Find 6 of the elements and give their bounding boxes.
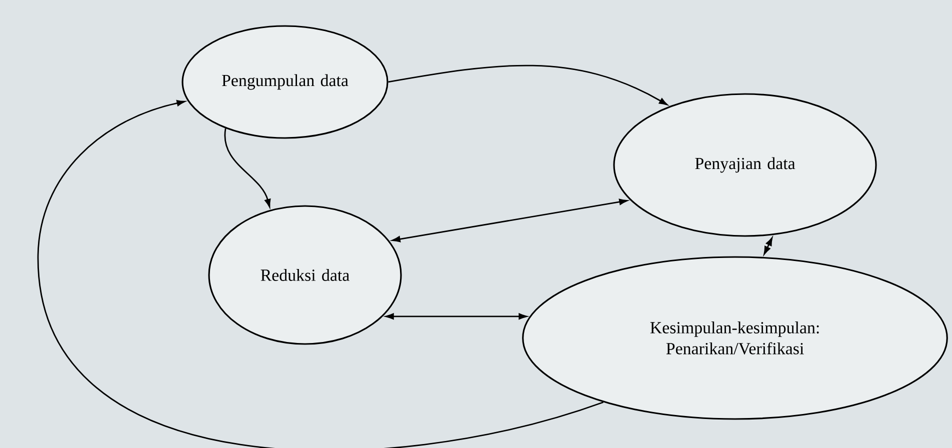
- arrow: [224, 128, 271, 208]
- arrow: [392, 198, 628, 242]
- arrow: [764, 237, 773, 255]
- arrow: [388, 64, 668, 106]
- arrow: [37, 100, 604, 448]
- arrow: [386, 313, 527, 320]
